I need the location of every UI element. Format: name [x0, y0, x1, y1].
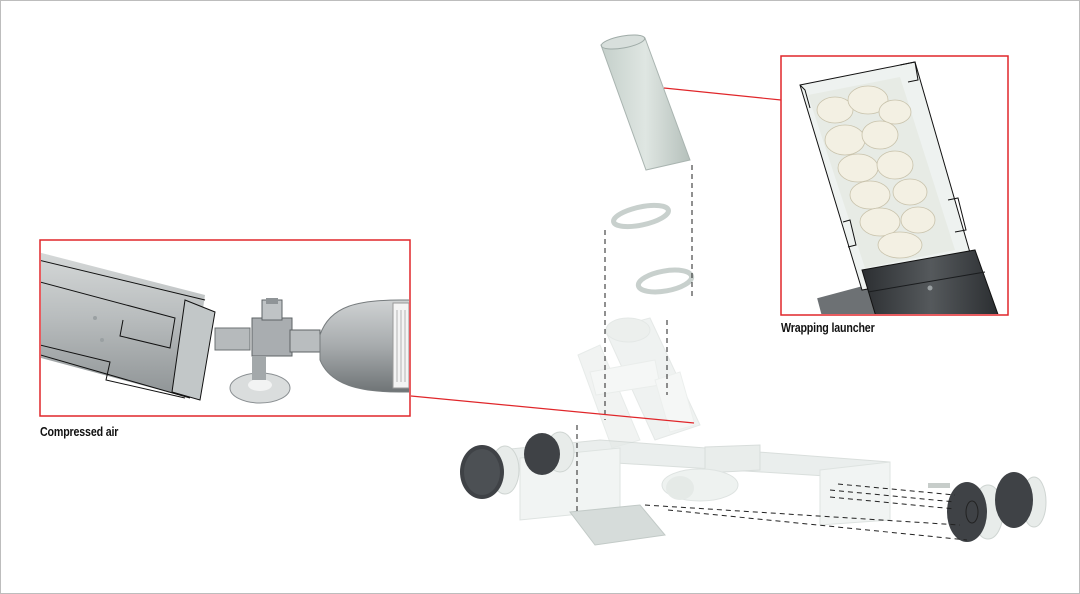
- launcher-barrel: [799, 61, 976, 291]
- axle: [928, 483, 950, 488]
- assembly-guide-lines: [576, 165, 968, 541]
- air-bottle: [319, 299, 409, 393]
- seal-ring-upper: [611, 202, 671, 230]
- callout-compressed-air: [39, 239, 411, 417]
- callout-label-compressed-air: Compressed air: [40, 424, 119, 439]
- launcher-tube: [600, 34, 691, 171]
- base-plate: [569, 504, 666, 546]
- wheel-right-front: [947, 482, 1004, 542]
- air-cylinder: [41, 252, 216, 401]
- wheel-right-rear: [995, 472, 1047, 528]
- pressure-valve: [214, 298, 321, 404]
- support-frame: [577, 317, 701, 449]
- wheel-left-front: [460, 445, 520, 499]
- wrapping-foam-fill: [816, 85, 936, 259]
- wheel-left-rear: [524, 431, 575, 475]
- callout-label-wrapping-launcher: Wrapping launcher: [781, 320, 875, 335]
- launcher-piston-housing: [861, 249, 999, 314]
- callout-wrapping-launcher: [780, 55, 1009, 316]
- leader-lines: [410, 87, 782, 424]
- seal-ring-lower: [635, 267, 695, 295]
